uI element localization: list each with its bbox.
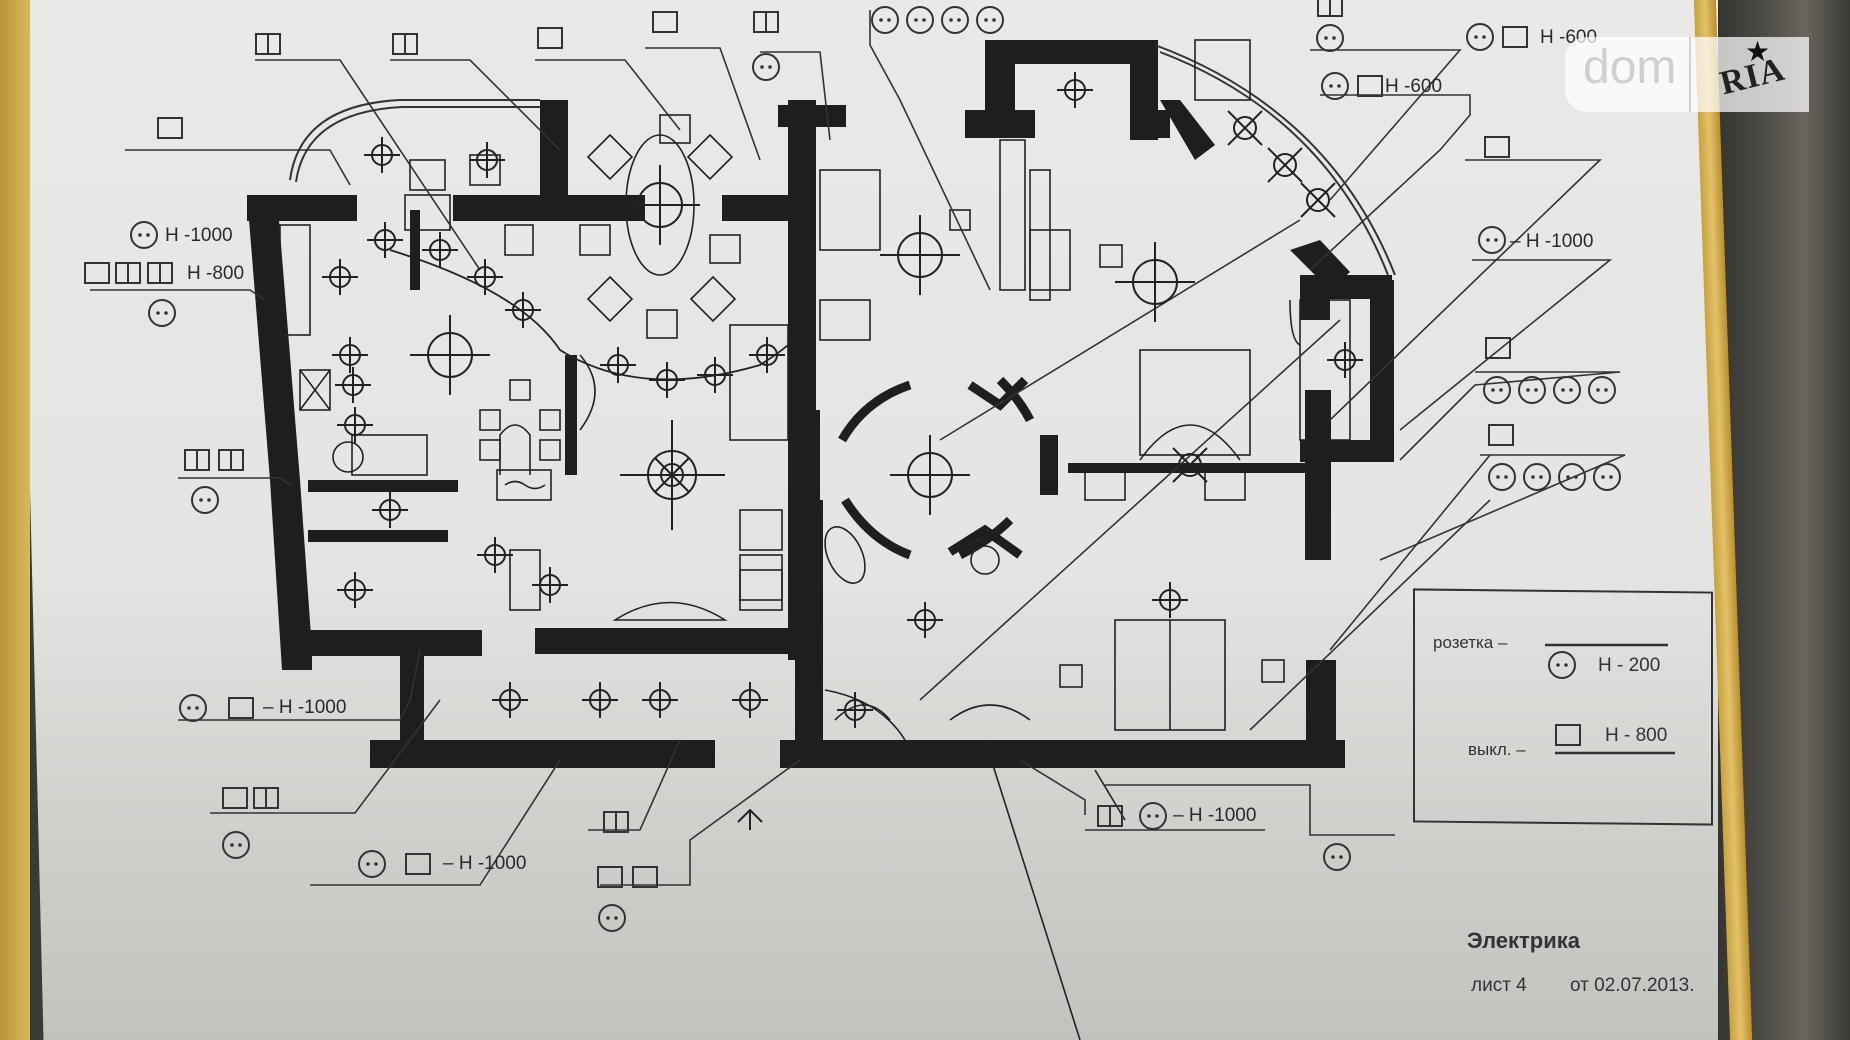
label-left-4-height: – H -1000: [263, 697, 347, 718]
legend-switch-label: выкл. –: [1468, 740, 1526, 759]
label-top-right-3-height: H -600: [1385, 76, 1443, 97]
legend-socket-height: H - 200: [1598, 655, 1661, 676]
legend-box: [1413, 588, 1713, 826]
light-fixtures: [321, 71, 1364, 729]
star-icon: ★: [1745, 36, 1771, 67]
watermark-dom-text: dom: [1583, 41, 1677, 94]
legend-socket-label: розетка –: [1433, 633, 1508, 652]
north-arrow: [737, 808, 763, 830]
tape-left: [0, 0, 30, 1040]
watermark-background: [1565, 37, 1809, 112]
label-right-2-height: – H -1000: [1510, 231, 1594, 252]
label-bottom-1-height: – H -1000: [443, 853, 527, 874]
watermark-separator: [1689, 37, 1691, 112]
legend-switch-height: H - 800: [1605, 725, 1668, 746]
label-bottom-3-height: – H -1000: [1173, 805, 1257, 826]
legend-symbols: [1545, 643, 1675, 755]
drawing-title: Электрика: [1467, 928, 1581, 953]
label-left-switch-height: H -800: [187, 263, 245, 284]
sheet-number: лист 4: [1471, 975, 1527, 996]
label-left-socket-height: H -1000: [165, 225, 233, 246]
sheet-date: от 02.07.2013.: [1570, 975, 1695, 996]
walls: [247, 40, 1394, 768]
